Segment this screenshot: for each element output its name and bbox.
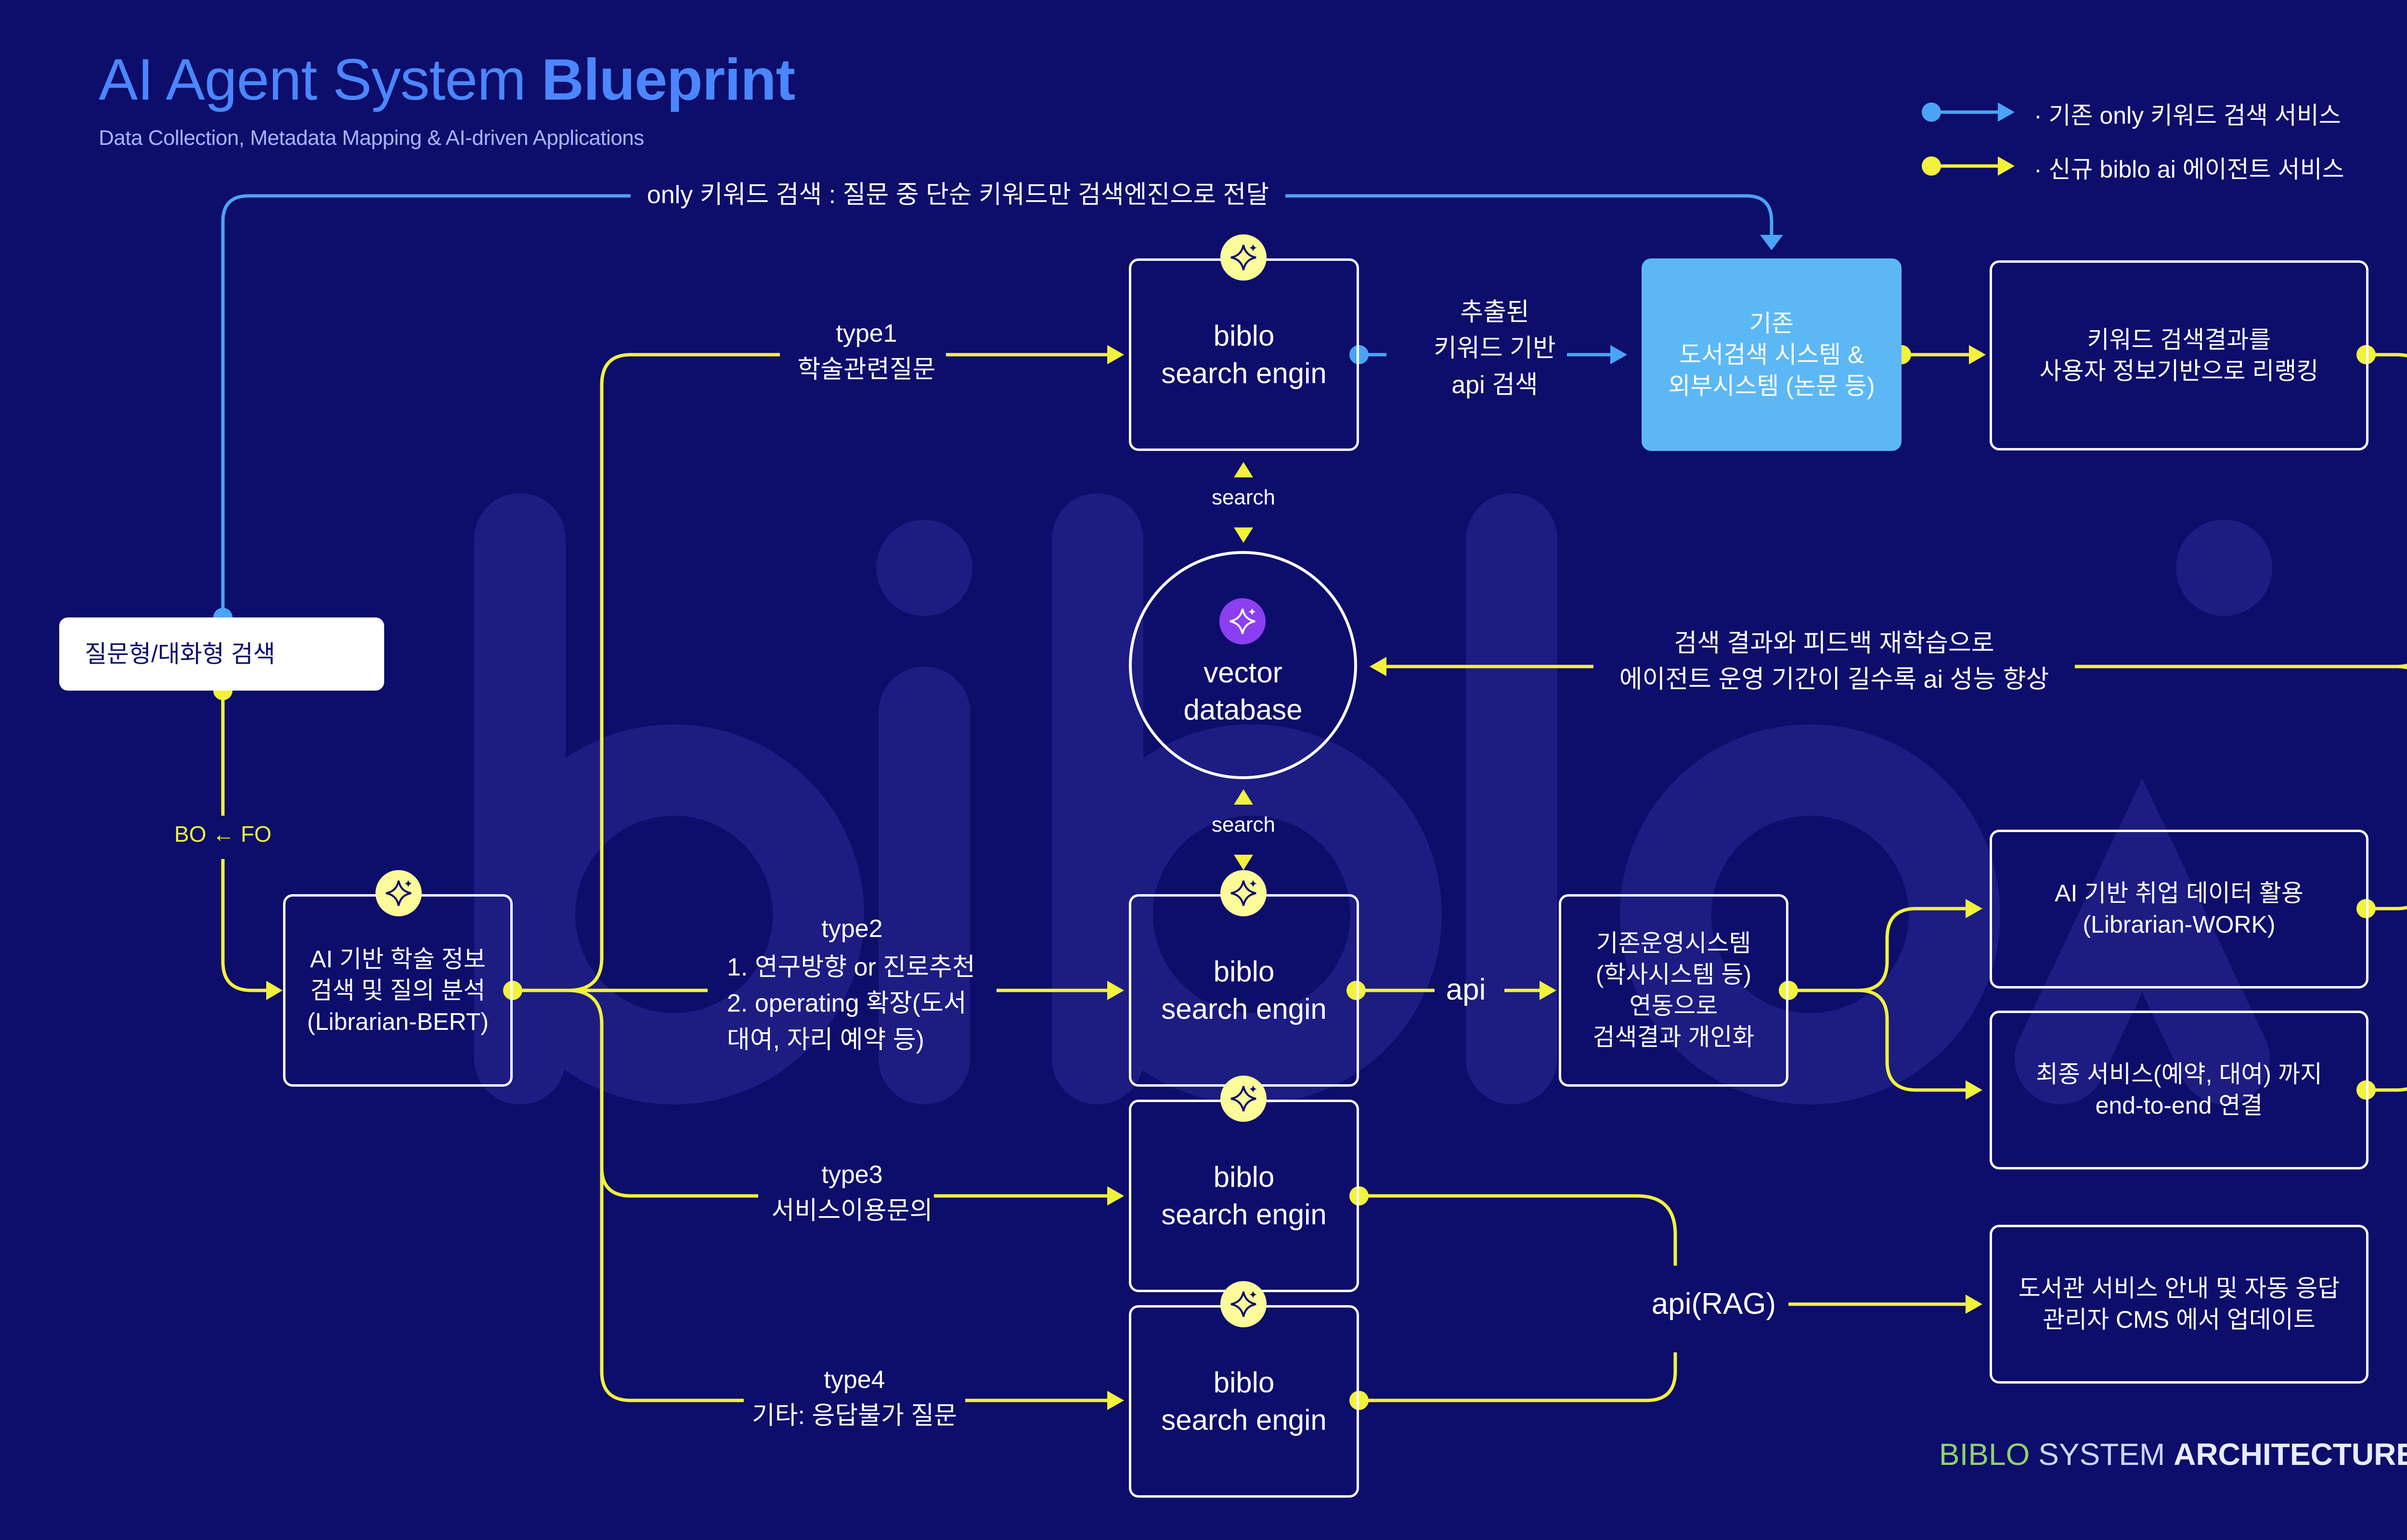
end-to-end-box: 최종 서비스(예약, 대여) 까지 end-to-end 연결 bbox=[1990, 1011, 2368, 1169]
search-label-bottom: search bbox=[1211, 813, 1276, 836]
vector-database-label: vector database bbox=[1183, 656, 1303, 726]
extracted-keyword-label: 추출된 키워드 기반 api 검색 bbox=[1434, 298, 1556, 399]
operating-system-box: 기존운영시스템 (학사시스템 등) 연동으로 검색결과 개인화 bbox=[1559, 894, 1788, 1087]
sparkle-icon bbox=[1220, 1076, 1267, 1122]
sparkle-icon bbox=[1220, 870, 1267, 916]
biblo-search-engine-2: biblo search engin bbox=[1129, 894, 1359, 1087]
keyword-only-route bbox=[221, 194, 1773, 617]
feedback-loop bbox=[1379, 353, 2407, 1092]
legend-new-line bbox=[1922, 156, 2015, 176]
sparkle-icon bbox=[1219, 598, 1266, 644]
type3-label: type3 서비스이용문의 bbox=[771, 1161, 933, 1225]
branch-tree bbox=[513, 353, 1112, 1402]
sparkle-icon bbox=[375, 870, 422, 916]
librarian-work-box: AI 기반 취업 데이터 활용 (Librarian-WORK) bbox=[1990, 830, 2368, 988]
type4-label: type4 기타: 응답불가 질문 bbox=[751, 1366, 958, 1430]
footer-architecture: BIBLO SYSTEM ARCHITECTURE bbox=[1939, 1437, 2407, 1472]
page-title: AI Agent System Blueprint bbox=[99, 47, 795, 112]
type2-body: 1. 연구방향 or 진로추천 2. operating 확장(도서 대여, 자… bbox=[727, 953, 975, 1054]
sparkle-icon bbox=[1220, 1281, 1267, 1327]
api-label: api bbox=[1446, 973, 1486, 1006]
rerank-box: 키워드 검색결과를 사용자 정보기반으로 리랭킹 bbox=[1990, 260, 2368, 450]
legend-existing-line bbox=[1922, 103, 2015, 122]
search-label-top: search bbox=[1211, 486, 1276, 509]
vector-database bbox=[1129, 551, 1357, 779]
biblo-search-engine-3: biblo search engin bbox=[1129, 1100, 1359, 1292]
cms-box: 도서관 서비스 안내 및 자동 응답 관리자 CMS 에서 업데이트 bbox=[1990, 1225, 2368, 1384]
existing-library-system: 기존 도서검색 시스템 & 외부시스템 (논문 등) bbox=[1642, 258, 1902, 451]
legend-new: · 신규 biblo ai 에이전트 서비스 bbox=[2034, 156, 2344, 183]
type2-title: type2 bbox=[821, 915, 883, 943]
api-rag-label: api(RAG) bbox=[1651, 1287, 1776, 1321]
keyword-only-label: only 키워드 검색 : 질문 중 단순 키워드만 검색엔진으로 전달 bbox=[647, 181, 1269, 209]
feedback-label: 검색 결과와 피드백 재학습으로 에이전트 운영 기간이 길수록 ai 성능 향… bbox=[1619, 629, 2049, 694]
biblo-search-engine-1: biblo search engin bbox=[1129, 258, 1359, 451]
biblo-search-engine-4: biblo search engin bbox=[1129, 1305, 1359, 1498]
type1-label: type1 학술관련질문 bbox=[797, 320, 936, 384]
search-to-analysis bbox=[221, 691, 270, 992]
page-subtitle: Data Collection, Metadata Mapping & AI-d… bbox=[99, 126, 644, 150]
librarian-bert-box: AI 기반 학술 정보 검색 및 질의 분석 (Librarian-BERT) bbox=[283, 894, 513, 1087]
sparkle-icon bbox=[1220, 234, 1267, 281]
bo-fo-label: BO ← FO bbox=[174, 821, 272, 847]
legend-existing: · 기존 only 키워드 검색 서비스 bbox=[2034, 102, 2341, 129]
conversational-search-input[interactable]: 질문형/대화형 검색 bbox=[59, 617, 384, 691]
